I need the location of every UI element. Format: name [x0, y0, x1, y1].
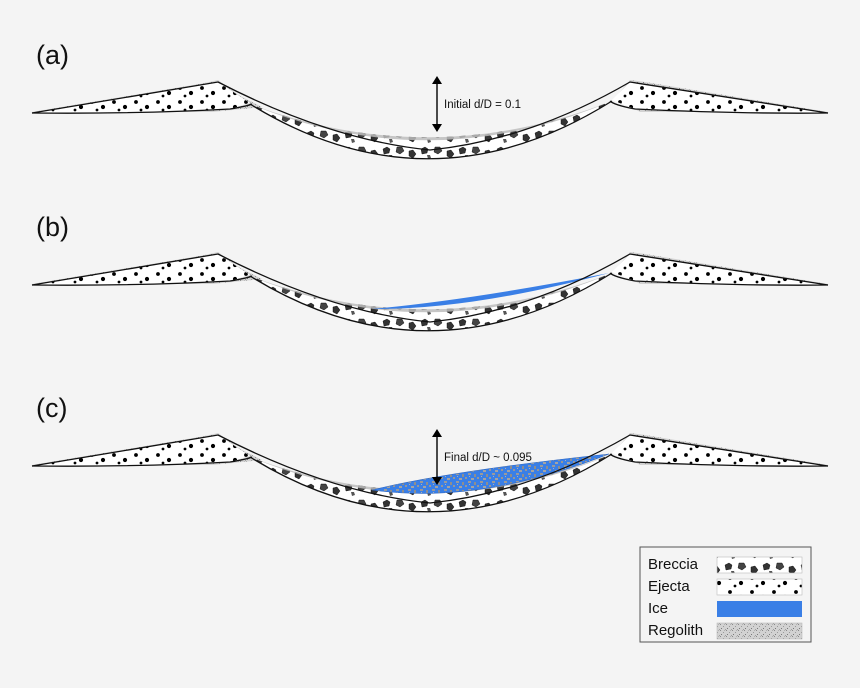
ground-line-left — [31, 275, 253, 286]
ejecta-left — [32, 254, 250, 286]
panel-label: (a) — [36, 40, 69, 70]
crater-surface — [31, 81, 829, 151]
crater-surface — [31, 434, 829, 504]
legend-swatch-breccia — [716, 556, 803, 574]
breccia-lens — [250, 101, 612, 159]
depth-ratio-label: Final d/D ~ 0.095 — [444, 452, 532, 464]
ejecta-right — [612, 435, 828, 467]
panel-label: (b) — [36, 212, 69, 242]
ground-line-right — [609, 100, 829, 114]
ejecta-right — [612, 82, 828, 114]
crater-lower-boundary — [249, 272, 613, 332]
panel-0: (a) Initial d/D = 0.1 — [31, 40, 829, 160]
crater-surface — [31, 253, 829, 323]
ground-line-left — [31, 103, 253, 114]
ejecta-right — [612, 254, 828, 286]
ground-line-right — [609, 272, 829, 286]
crater-lower-boundary — [249, 453, 613, 513]
ejecta-left — [32, 435, 250, 467]
depth-arrow-up-icon — [432, 429, 442, 437]
bowl-regolith — [250, 454, 612, 494]
depth-ratio-label: Initial d/D = 0.1 — [444, 99, 521, 111]
legend-label-breccia: Breccia — [648, 556, 699, 573]
panel-label: (c) — [36, 393, 67, 423]
ejecta-left — [32, 82, 250, 114]
legend-label-ejecta: Ejecta — [648, 578, 690, 595]
legend-swatch-ejecta — [716, 578, 803, 596]
legend-swatch-regolith — [716, 622, 803, 640]
legend-label-regolith: Regolith — [648, 622, 703, 639]
ground-line-right — [609, 453, 829, 467]
ice-regolith-fill — [371, 453, 610, 494]
legend-label-ice: Ice — [648, 600, 668, 617]
ground-line-left — [31, 456, 253, 467]
breccia-lens — [250, 454, 612, 512]
bowl-regolith — [250, 273, 612, 313]
breccia-lens — [250, 273, 612, 331]
legend-swatch-ice — [717, 601, 802, 617]
panel-2: (c) Final d/D ~ 0.095 — [31, 393, 829, 513]
panel-1: (b) — [31, 212, 829, 332]
crater-lower-boundary — [249, 100, 613, 160]
depth-arrow-up-icon — [432, 76, 442, 84]
depth-arrow-down-icon — [432, 124, 442, 132]
bowl-regolith — [250, 101, 612, 141]
depth-arrow-down-icon — [432, 477, 442, 485]
